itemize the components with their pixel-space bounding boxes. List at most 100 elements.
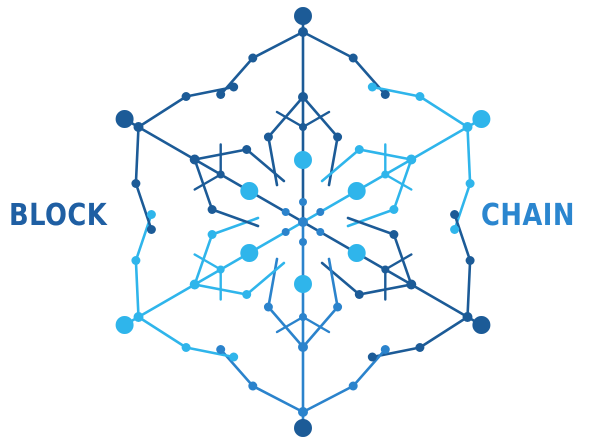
- network-node: [415, 92, 424, 101]
- network-node: [450, 210, 459, 219]
- network-link: [136, 261, 139, 318]
- network-node: [355, 290, 364, 299]
- network-node: [190, 155, 200, 165]
- network-node: [282, 208, 290, 216]
- network-node: [299, 313, 307, 321]
- network-node: [406, 155, 416, 165]
- network-node: [229, 353, 238, 362]
- network-node: [208, 205, 217, 214]
- network-link: [455, 215, 471, 261]
- network-link: [385, 255, 411, 270]
- network-node: [134, 122, 144, 132]
- arm-tip-node: [472, 316, 490, 334]
- network-link: [253, 386, 303, 412]
- network-link: [303, 386, 353, 412]
- network-node: [450, 225, 459, 234]
- network-link: [348, 210, 394, 227]
- network-link: [329, 259, 338, 307]
- network-node: [316, 228, 324, 236]
- network-link: [139, 97, 187, 128]
- network-node: [368, 83, 377, 92]
- network-node: [147, 225, 156, 234]
- network-link: [468, 127, 471, 184]
- network-node: [333, 133, 342, 142]
- network-link: [212, 218, 258, 235]
- network-node: [368, 353, 377, 362]
- inner-hub-node: [240, 182, 258, 200]
- network-link: [277, 112, 303, 127]
- network-node: [299, 123, 307, 131]
- network-node: [415, 343, 424, 352]
- network-node: [131, 179, 140, 188]
- network-link: [420, 317, 468, 348]
- network-node: [131, 256, 140, 265]
- network-node: [466, 179, 475, 188]
- network-node: [466, 256, 475, 265]
- network-node: [381, 171, 389, 179]
- network-node: [298, 92, 308, 102]
- network-node: [355, 145, 364, 154]
- logo-word-left: BLOCK: [9, 196, 107, 236]
- network-node: [298, 407, 308, 417]
- network-node: [282, 228, 290, 236]
- network-node: [248, 54, 257, 63]
- network-link: [303, 317, 329, 332]
- arm-tip-node: [116, 316, 134, 334]
- network-node: [182, 92, 191, 101]
- logo-word-right: CHAIN: [481, 196, 575, 236]
- network-link: [268, 137, 277, 185]
- network-node: [298, 27, 308, 37]
- network-link: [139, 317, 187, 348]
- network-node: [217, 266, 225, 274]
- network-node: [248, 382, 257, 391]
- network-node: [299, 238, 307, 246]
- network-node: [349, 382, 358, 391]
- arm-tip-node: [472, 110, 490, 128]
- network-node: [242, 145, 251, 154]
- network-link: [322, 263, 359, 295]
- network-link: [277, 317, 303, 332]
- network-link: [420, 97, 468, 128]
- network-node: [381, 90, 390, 99]
- network-node: [216, 345, 225, 354]
- network-node: [389, 230, 398, 239]
- arm-tip-node: [116, 110, 134, 128]
- network-node: [229, 83, 238, 92]
- network-link: [136, 184, 152, 230]
- network-link: [247, 150, 284, 182]
- network-link: [303, 112, 329, 127]
- network-node: [463, 122, 473, 132]
- network-link: [136, 127, 139, 184]
- network-node: [381, 266, 389, 274]
- network-link: [372, 87, 420, 97]
- network-node: [242, 290, 251, 299]
- network-link: [247, 263, 284, 295]
- network-link: [385, 175, 411, 190]
- network-link: [329, 137, 338, 185]
- network-link: [253, 32, 303, 58]
- network-node: [463, 312, 473, 322]
- network-node: [264, 133, 273, 142]
- network-link: [186, 87, 234, 97]
- network-node: [316, 208, 324, 216]
- inner-hub-node: [348, 244, 366, 262]
- network-link: [348, 218, 394, 235]
- network-node: [406, 280, 416, 290]
- network-node: [299, 198, 307, 206]
- network-link: [212, 210, 258, 227]
- network-node: [217, 171, 225, 179]
- center-node: [298, 217, 308, 227]
- network-node: [190, 280, 200, 290]
- network-link: [268, 259, 277, 307]
- network-node: [381, 345, 390, 354]
- network-node: [349, 54, 358, 63]
- network-link: [468, 261, 471, 318]
- inner-hub-node: [294, 275, 312, 293]
- arm-tip-node: [294, 7, 312, 25]
- network-node: [216, 90, 225, 99]
- network-link: [195, 175, 221, 190]
- network-link: [303, 32, 353, 58]
- inner-hub-node: [294, 151, 312, 169]
- network-node: [208, 230, 217, 239]
